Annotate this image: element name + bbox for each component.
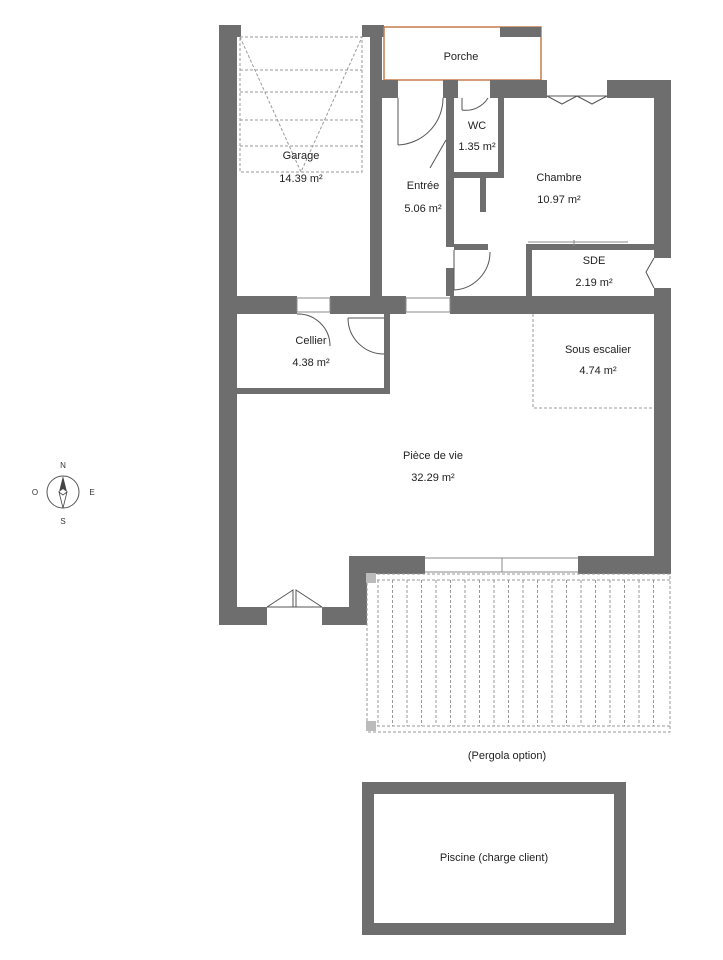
garage-walls xyxy=(219,25,390,625)
doors xyxy=(266,95,655,608)
garage-area: 14.39 m² xyxy=(279,173,323,185)
compass-icon: N S E O xyxy=(32,461,95,526)
chambre-area: 10.97 m² xyxy=(537,194,581,206)
garage-staircase xyxy=(239,36,363,174)
porch-wall-stub xyxy=(500,27,541,37)
cellier-area: 4.38 m² xyxy=(292,357,330,369)
sde-name: SDE xyxy=(583,255,606,267)
sous-escalier-area: 4.74 m² xyxy=(579,365,617,377)
sous-escalier-outline xyxy=(532,314,654,409)
garage-name: Garage xyxy=(283,150,320,162)
compass-west: O xyxy=(32,488,38,497)
pool xyxy=(362,782,626,935)
entree-name: Entrée xyxy=(407,180,439,192)
compass-south: S xyxy=(60,517,65,526)
entree-area: 5.06 m² xyxy=(404,203,442,215)
compass-north: N xyxy=(60,461,66,470)
pergola xyxy=(366,573,671,733)
windows xyxy=(296,240,628,573)
piece-de-vie-area: 32.29 m² xyxy=(411,472,455,484)
wc-name: WC xyxy=(468,120,486,132)
piece-de-vie-name: Pièce de vie xyxy=(403,450,463,462)
pool-label: Piscine (charge client) xyxy=(440,852,548,864)
sous-escalier-name: Sous escalier xyxy=(565,344,631,356)
pergola-label: (Pergola option) xyxy=(468,750,546,762)
sde-area: 2.19 m² xyxy=(575,277,613,289)
porch-outline xyxy=(383,26,542,81)
compass-east: E xyxy=(89,488,94,497)
chambre-name: Chambre xyxy=(536,172,581,184)
cellier-name: Cellier xyxy=(295,335,327,347)
house-walls xyxy=(219,80,671,625)
wc-area: 1.35 m² xyxy=(458,141,496,153)
porch-name: Porche xyxy=(444,51,479,63)
